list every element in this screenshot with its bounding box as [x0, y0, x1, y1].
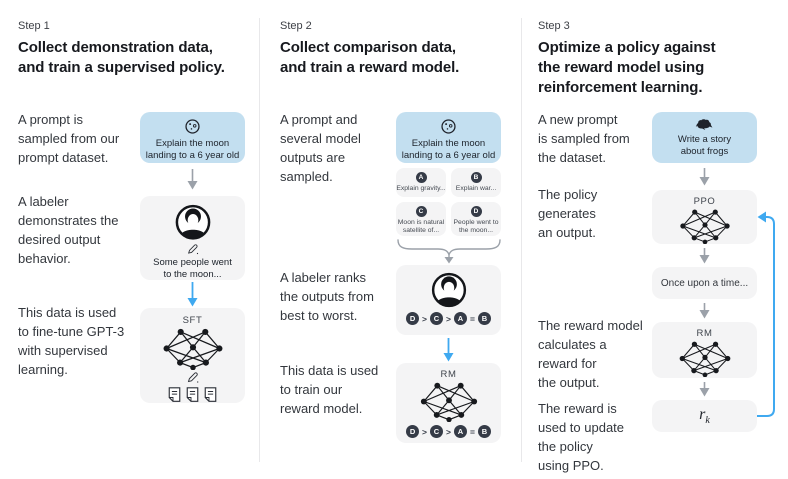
step-3-ppo-box: PPO: [652, 190, 757, 244]
column-divider: [521, 18, 522, 462]
step-2-labeler-box: D > C > A = B: [396, 265, 501, 335]
rank-letter: C: [430, 425, 444, 438]
output-text: Explain gravity...: [396, 185, 446, 192]
rank-op: >: [422, 313, 428, 324]
rank-letter: B: [477, 425, 491, 438]
step-3-rm-box: RM: [652, 322, 757, 378]
step-3-prompt-text: Write a story about frogs: [677, 134, 732, 157]
output-letter: B: [470, 172, 482, 183]
column-divider: [259, 18, 260, 462]
step-2-label: Step 2: [280, 20, 312, 32]
step-2-heading: Collect comparison data, and train a rew…: [280, 39, 460, 76]
output-chip-c: C Moon is natural satellite of...: [396, 202, 446, 236]
step-3-output-text: Once upon a time...: [660, 277, 749, 289]
step-1-labeler-output: Some people went to the moon...: [153, 257, 232, 280]
output-chip-a: A Explain gravity...: [396, 168, 446, 197]
document-icon: [186, 387, 199, 402]
moon-icon: [185, 119, 200, 134]
output-chip-b: B Explain war...: [451, 168, 501, 197]
step-2-text-prompt: A prompt and several model outputs are s…: [280, 112, 361, 184]
rank-op: >: [446, 426, 451, 437]
rank-op: >: [422, 426, 428, 437]
step-2-text-data: This data is used to train our reward mo…: [280, 363, 379, 416]
step-3-prompt-box: Write a story about frogs: [652, 112, 757, 163]
step-3-label: Step 3: [538, 20, 570, 32]
brace-arrow-icon: [397, 239, 501, 264]
output-text: Explain war...: [455, 185, 497, 192]
step-3-text-update: The reward is used to update the policy …: [538, 401, 625, 473]
ppo-label: PPO: [693, 196, 716, 207]
arrow-down-blue-icon: [187, 282, 198, 307]
arrow-down-icon: [699, 382, 710, 397]
step-1-labeler-box: Some people went to the moon...: [140, 196, 245, 280]
step-3-text-reward: The reward model calculates a reward for…: [538, 318, 643, 390]
moon-icon: [441, 119, 456, 134]
pencil-icon: [187, 372, 199, 383]
output-chip-d: D People went to the moon...: [451, 202, 501, 236]
rank-letter: A: [453, 312, 467, 325]
document-icon: [168, 387, 181, 402]
rank-op: >: [446, 313, 451, 324]
step-3-heading: Optimize a policy against the reward mod…: [538, 39, 716, 96]
labeler-avatar-icon: [175, 204, 210, 240]
output-text: Moon is natural satellite of...: [397, 219, 445, 234]
labeler-avatar-icon: [431, 272, 466, 308]
step-1-text-labeler: A labeler demonstrates the desired outpu…: [18, 194, 119, 266]
ranking-row: D > C > A = B: [406, 312, 491, 325]
rank-letter: D: [406, 425, 420, 438]
step-3-text-prompt: A new prompt is sampled from the dataset…: [538, 112, 630, 165]
arrow-down-icon: [699, 303, 710, 319]
rank-letter: B: [477, 312, 491, 325]
step-3-text-policy: The policy generates an output.: [538, 187, 598, 240]
step-2-prompt-box: Explain the moon landing to a 6 year old: [396, 112, 501, 163]
documents-row: [167, 386, 218, 403]
rank-op: =: [469, 313, 475, 324]
output-letter: A: [415, 172, 427, 183]
step-1-heading: Collect demonstration data, and train a …: [18, 39, 225, 76]
arrow-down-icon: [699, 248, 710, 264]
frog-icon: [695, 119, 713, 131]
neural-network-icon: [679, 209, 730, 244]
ranking-row: D > C > A = B: [406, 425, 491, 438]
step-1-text-prompt: A prompt is sampled from our prompt data…: [18, 112, 120, 165]
pencil-icon: [188, 243, 199, 254]
document-icon: [204, 387, 217, 402]
step-2-rm-box: RM D > C > A = B: [396, 363, 501, 443]
feedback-loop-arrow-icon: [757, 211, 775, 417]
step-1-text-data: This data is used to fine-tune GPT-3 wit…: [18, 305, 125, 377]
step-3-output-box: Once upon a time...: [652, 267, 757, 299]
step-2-text-rank: A labeler ranks the outputs from best to…: [280, 270, 374, 323]
step-1-prompt-text: Explain the moon landing to a 6 year old: [145, 138, 240, 161]
sft-label: SFT: [182, 315, 203, 326]
rank-letter: A: [453, 425, 467, 438]
rank-op: =: [469, 426, 475, 437]
step-1-sft-box: SFT: [140, 308, 245, 403]
output-letter: D: [470, 206, 482, 217]
rm-label: RM: [696, 328, 713, 339]
reward-value: rk: [699, 405, 710, 427]
neural-network-icon: [163, 328, 222, 370]
step-1-label: Step 1: [18, 20, 50, 32]
output-letter: C: [415, 206, 427, 217]
step-1-prompt-box: Explain the moon landing to a 6 year old: [140, 112, 245, 163]
step-2-prompt-text: Explain the moon landing to a 6 year old: [401, 138, 496, 161]
arrow-down-icon: [699, 168, 710, 186]
neural-network-icon: [679, 341, 730, 377]
step-3-reward-box: rk: [652, 400, 757, 432]
neural-network-icon: [420, 382, 477, 422]
output-text: People went to the moon...: [453, 219, 499, 234]
rank-letter: D: [406, 312, 420, 325]
rm-label: RM: [440, 369, 457, 380]
rank-letter: C: [430, 312, 444, 325]
arrow-down-blue-icon: [443, 338, 454, 362]
arrow-down-icon: [187, 169, 198, 190]
